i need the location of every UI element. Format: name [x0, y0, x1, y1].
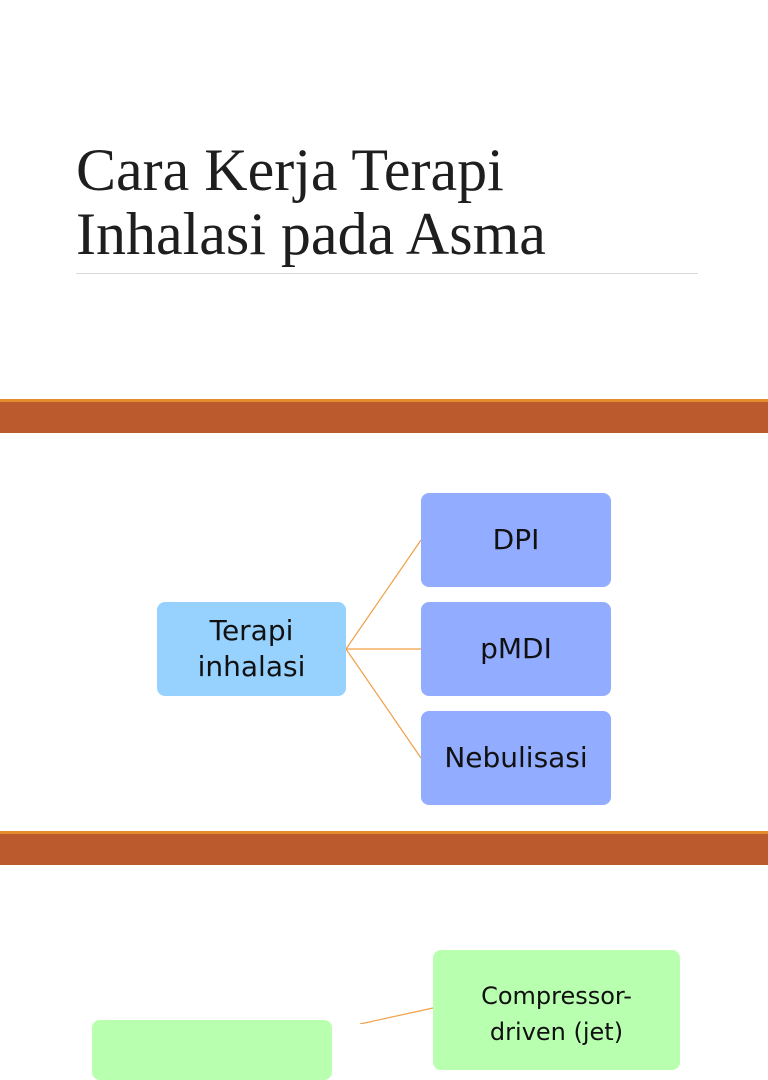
connector-dpi [345, 539, 422, 650]
node-dpi: DPI [421, 493, 611, 587]
separator-band-top [0, 399, 768, 433]
node-compressor-driven: Compressor- driven (jet) [433, 950, 680, 1070]
title-line-1: Cara Kerja Terapi [76, 137, 504, 203]
node-nebulisasi-label: Nebulisasi [444, 741, 588, 774]
connector-nebulisasi [345, 648, 422, 759]
node-compressor-driven-label: Compressor- driven (jet) [481, 982, 632, 1046]
diagram-connectors [345, 539, 434, 1024]
title-line-2: Inhalasi pada Asma [76, 201, 546, 267]
title-divider [76, 273, 698, 274]
node-dpi-label: DPI [492, 523, 540, 556]
node-terapi-inhalasi-label: Terapi inhalasi [197, 614, 306, 683]
node-pmdi-label: pMDI [480, 632, 552, 665]
node-nebulisasi-root-partial [92, 1020, 332, 1080]
separator-band-bottom [0, 831, 768, 865]
node-nebulisasi: Nebulisasi [421, 711, 611, 805]
connector-compressor [359, 1007, 434, 1024]
node-pmdi: pMDI [421, 602, 611, 696]
node-terapi-inhalasi: Terapi inhalasi [157, 602, 346, 696]
slide-title: Cara Kerja Terapi Inhalasi pada Asma [76, 138, 716, 266]
